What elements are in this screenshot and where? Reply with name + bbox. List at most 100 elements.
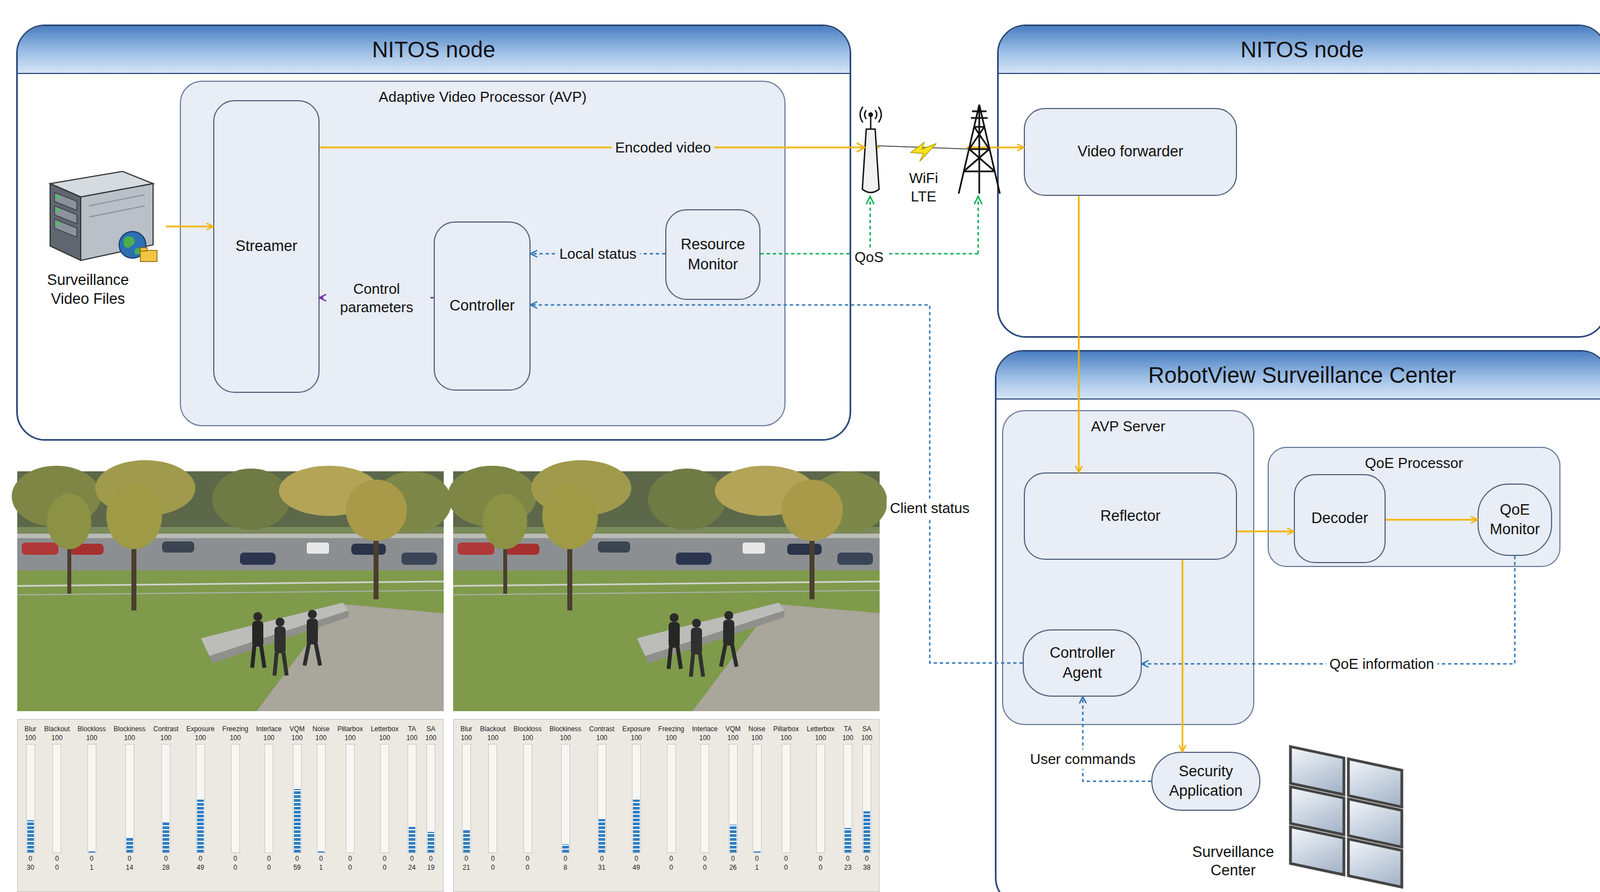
scale-min: 0 <box>563 855 568 865</box>
connector <box>1077 195 1080 473</box>
meter-column: Exposure100049 <box>622 725 651 887</box>
node-title: RobotView Surveillance Center <box>1148 362 1457 389</box>
meter-panel: Blur100030Blackout10000Blockloss10001Blo… <box>17 719 444 892</box>
host-node: NITOS nodeVideo forwarder <box>997 24 1600 338</box>
meter-panel: Blur100021Blackout10000Blockloss10000Blo… <box>453 719 880 892</box>
edge-label: Encoded video <box>611 138 715 158</box>
meter-track <box>631 744 641 854</box>
meter-column: Pillarbox10000 <box>337 725 363 887</box>
antenna <box>860 106 882 193</box>
metric-value: 38 <box>862 864 871 873</box>
scale-min: 0 <box>669 855 674 865</box>
meter-track <box>380 744 390 854</box>
graphic-part <box>760 196 979 254</box>
label-anchor: WiFi LTE <box>901 168 946 206</box>
scale-min: 0 <box>525 855 530 865</box>
meter-column: Freezing10000 <box>222 725 249 887</box>
scale-max: 100 <box>699 734 711 744</box>
scale-max: 100 <box>861 734 873 744</box>
scale-max: 100 <box>51 734 63 744</box>
meter-column: Blockiness100014 <box>113 725 146 887</box>
scale-max: 100 <box>124 734 136 744</box>
scale-max: 100 <box>425 734 437 744</box>
cell-tower <box>958 104 1000 194</box>
label-anchor: Control parameters <box>326 279 428 317</box>
scale-min: 0 <box>600 855 605 865</box>
metric-name: Blockiness <box>113 725 146 735</box>
icon-caption: Surveillance Center <box>1185 843 1281 882</box>
meter-column: Interlace10000 <box>256 725 282 887</box>
metric-name: Exposure <box>622 725 651 735</box>
scale-min: 0 <box>164 855 169 865</box>
graphic-part <box>89 205 145 218</box>
meter-column: Interlace10000 <box>691 725 718 887</box>
metric-value: 0 <box>267 864 272 873</box>
metric-value: 23 <box>843 864 852 873</box>
connector <box>1237 531 1294 533</box>
video-wall-icon <box>1286 743 1409 890</box>
meter-bar <box>162 822 170 853</box>
graphic-part <box>123 236 135 248</box>
connector <box>1181 560 1184 753</box>
group-title: QoE Processor <box>1361 454 1467 473</box>
meter-track <box>345 744 355 854</box>
meter-column: Freezing10000 <box>658 725 685 887</box>
meter-track <box>462 744 471 854</box>
metric-value: 19 <box>427 864 435 873</box>
meter-bar <box>293 789 301 853</box>
meter-column: Blur100021 <box>460 725 473 887</box>
graphic-part <box>89 194 145 206</box>
scale-max: 100 <box>379 734 391 744</box>
scale-min: 0 <box>464 855 469 865</box>
process-box: Resource Monitor <box>665 209 761 301</box>
metric-name: Blockloss <box>513 725 542 735</box>
metric-name: Exposure <box>186 725 215 735</box>
graphic-part <box>50 183 81 261</box>
scale-max: 100 <box>487 734 499 744</box>
graphic-part <box>54 219 77 238</box>
metric-name: Pillarbox <box>337 725 363 735</box>
meter-track <box>666 744 676 854</box>
scale-min: 0 <box>198 855 203 865</box>
meter-track <box>426 744 436 854</box>
metric-value: 59 <box>293 864 301 873</box>
metric-name: Contrast <box>153 725 179 735</box>
box-label: Reflector <box>1093 506 1167 527</box>
header-band: RobotView Surveillance Center <box>996 351 1600 400</box>
edge-label: Client status <box>886 498 973 519</box>
process-box: QoE Monitor <box>1477 483 1553 557</box>
scale-max: 100 <box>780 734 792 744</box>
meter-column: SA100038 <box>861 725 873 887</box>
scale-max: 100 <box>86 734 98 744</box>
graphic-part <box>56 195 60 199</box>
meter-column: Blockloss10000 <box>513 725 542 887</box>
meter-track <box>781 744 791 854</box>
meter-bar <box>844 828 852 854</box>
header-band: NITOS node <box>998 26 1600 75</box>
scale-min: 0 <box>233 855 238 865</box>
scale-max: 100 <box>194 734 206 744</box>
metric-value: 0 <box>669 864 674 873</box>
scale-min: 0 <box>784 855 789 865</box>
scale-max: 100 <box>460 734 473 744</box>
metric-value: 0 <box>818 864 823 873</box>
scale-max: 100 <box>630 734 642 744</box>
scale-min: 0 <box>429 855 434 865</box>
lightning-bolt <box>910 142 937 162</box>
meter-track <box>488 744 498 854</box>
metric-value: 0 <box>55 864 60 873</box>
label-anchor: QoE information <box>1326 654 1438 675</box>
graphic-part <box>56 222 60 226</box>
edge-label: User commands <box>1026 749 1139 770</box>
metric-name: TA <box>408 725 416 735</box>
meter-bar <box>317 851 325 853</box>
meter-bar <box>126 837 134 853</box>
graphic-part <box>1290 827 1344 876</box>
metric-name: Letterbox <box>370 725 399 735</box>
meter-bar <box>427 832 435 853</box>
signal-label: QoS <box>851 247 887 268</box>
edge-label: Local status <box>556 244 641 264</box>
process-box: Video forwarder <box>1023 108 1238 196</box>
meter-bar <box>408 827 416 854</box>
